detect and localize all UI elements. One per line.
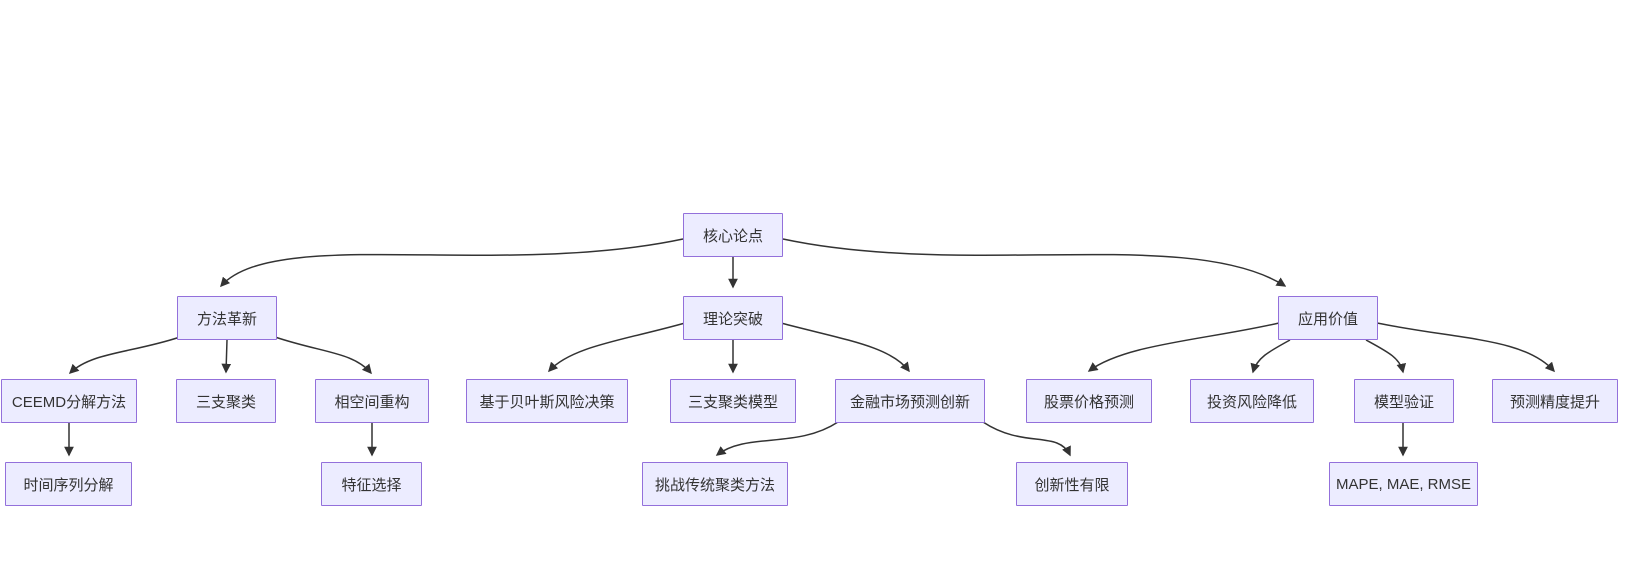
edge-method-ceemd [68, 336, 181, 375]
edge-method-three-way-clustering [221, 339, 232, 374]
node-ceemd-decomposition: CEEMD分解方法 [1, 379, 137, 423]
node-investment-risk-reduction: 投资风险降低 [1190, 379, 1314, 423]
edge-application-model-validation [1365, 339, 1407, 374]
node-core-thesis: 核心论点 [683, 213, 783, 257]
edge-root-application [782, 238, 1287, 287]
node-three-way-clustering: 三支聚类 [176, 379, 276, 423]
node-feature-selection: 特征选择 [321, 462, 422, 506]
node-three-way-clustering-model: 三支聚类模型 [670, 379, 796, 423]
edge-application-prediction-precision [1376, 322, 1555, 373]
edge-theory-finance-innovation [780, 322, 910, 373]
edge-application-stock-prediction [1087, 322, 1280, 372]
edge-application-investment-risk [1250, 339, 1291, 374]
edge-finance-challenge-clustering [715, 421, 839, 456]
node-theory-breakthrough: 理论突破 [683, 296, 783, 340]
node-financial-market-prediction-innovation: 金融市场预测创新 [835, 379, 985, 423]
node-stock-price-prediction: 股票价格预测 [1026, 379, 1152, 423]
edge-method-phase-space [274, 336, 372, 375]
node-prediction-accuracy-improvement: 预测精度提升 [1492, 379, 1618, 423]
node-phase-space-reconstruction: 相空间重构 [315, 379, 429, 423]
edge-finance-limited-innovation [982, 421, 1071, 457]
node-method-innovation: 方法革新 [177, 296, 277, 340]
edge-theory-bayes [548, 322, 686, 373]
node-model-validation: 模型验证 [1354, 379, 1454, 423]
node-limited-innovation: 创新性有限 [1016, 462, 1128, 506]
node-evaluation-metrics: MAPE, MAE, RMSE [1329, 462, 1478, 506]
node-time-series-decomposition: 时间序列分解 [5, 462, 132, 506]
node-application-value: 应用价值 [1278, 296, 1378, 340]
node-bayes-risk-decision: 基于贝叶斯风险决策 [466, 379, 628, 423]
node-challenge-traditional-clustering: 挑战传统聚类方法 [642, 462, 788, 506]
edge-root-method [220, 238, 684, 288]
